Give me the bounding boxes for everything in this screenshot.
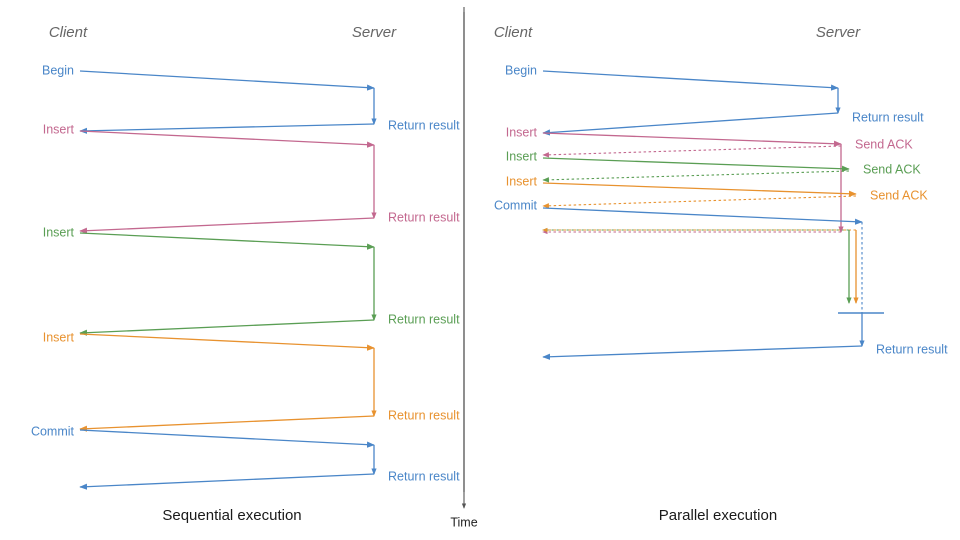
message-line-insert3-request xyxy=(79,333,375,351)
message-line-commit-return xyxy=(542,345,863,360)
message-label-insert3-ack: Send ACK xyxy=(870,188,928,202)
message-line-insert3-ack xyxy=(542,195,857,209)
message-line-insert1-ack xyxy=(542,145,842,158)
panel-caption-sequential: Sequential execution xyxy=(162,507,301,524)
message-line-insert1-return xyxy=(79,217,375,234)
message-label-insert2-request: Insert xyxy=(506,149,538,163)
message-line-commit-request xyxy=(542,207,863,225)
message-label-insert3-request: Insert xyxy=(506,174,538,188)
message-label-insert2-return: Return result xyxy=(388,312,460,326)
message-line-insert3-request xyxy=(542,182,857,197)
message-label-commit-request: Commit xyxy=(494,198,538,212)
message-label-insert1-request: Insert xyxy=(43,122,75,136)
message-line-insert2-return xyxy=(79,319,375,336)
message-line-insert1-request xyxy=(542,132,842,147)
message-label-insert2-request: Insert xyxy=(43,225,75,239)
message-line-commit-return xyxy=(79,473,375,490)
message-label-insert1-return: Return result xyxy=(388,210,460,224)
divider-layer: Time xyxy=(450,7,478,529)
message-label-commit-return: Return result xyxy=(388,469,460,483)
message-label-begin-return: Return result xyxy=(852,110,924,124)
message-label-insert3-return: Return result xyxy=(388,408,460,422)
message-label-begin-request: Begin xyxy=(42,63,74,77)
message-line-insert2-request xyxy=(542,157,850,172)
message-label-insert1-request: Insert xyxy=(506,125,538,139)
lane-header-server: Server xyxy=(352,24,397,41)
message-line-commit-request xyxy=(79,429,375,448)
message-line-begin-return xyxy=(542,112,839,136)
message-line-insert1-request xyxy=(79,130,375,148)
lane-header-server: Server xyxy=(816,24,861,41)
message-line-insert3-return xyxy=(79,415,375,432)
message-label-begin-request: Begin xyxy=(505,63,537,77)
message-label-commit-return: Return result xyxy=(876,342,948,356)
message-line-begin-return xyxy=(79,123,375,134)
message-label-commit-request: Commit xyxy=(31,424,75,438)
message-label-begin-return: Return result xyxy=(388,118,460,132)
time-axis-label: Time xyxy=(450,515,477,529)
message-label-insert1-ack: Send ACK xyxy=(855,137,913,151)
message-label-insert2-ack: Send ACK xyxy=(863,162,921,176)
lane-header-client: Client xyxy=(494,24,533,41)
message-line-begin-request xyxy=(542,70,839,91)
message-line-insert2-ack xyxy=(542,170,850,183)
message-line-insert2-request xyxy=(79,232,375,250)
message-label-insert3-request: Insert xyxy=(43,330,75,344)
message-line-begin-request xyxy=(79,70,375,91)
panel-caption-parallel: Parallel execution xyxy=(659,507,777,524)
lane-header-client: Client xyxy=(49,24,88,41)
